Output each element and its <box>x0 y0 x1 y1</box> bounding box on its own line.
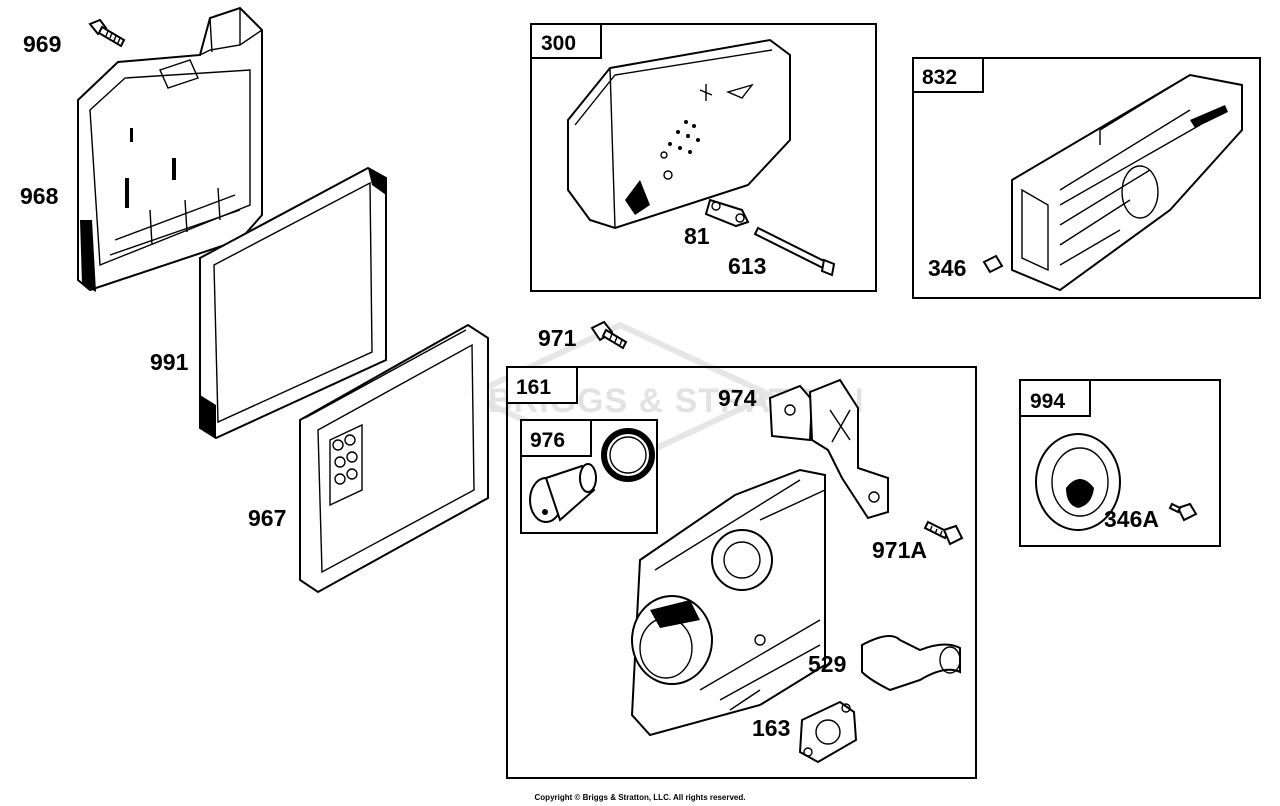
part-832-muffler-guard <box>1011 73 1243 292</box>
part-991-air-filter <box>199 166 387 440</box>
box-300: 300 <box>530 23 877 292</box>
box-label-300: 300 <box>541 32 576 55</box>
label-968: 968 <box>20 183 59 209</box>
box-label-161: 161 <box>516 376 551 399</box>
part-976-clamp <box>601 428 655 482</box>
part-971-bolt <box>590 320 628 350</box>
label-991: 991 <box>150 349 189 375</box>
part-974-bracket <box>768 378 889 520</box>
part-968-air-cleaner-base <box>77 6 263 292</box>
part-613-stud <box>753 226 836 277</box>
part-163-gasket <box>798 700 858 764</box>
label-529: 529 <box>808 651 846 677</box>
copyright-notice: Copyright © Briggs & Stratton, LLC. All … <box>534 793 746 802</box>
label-346: 346 <box>928 255 966 281</box>
label-971: 971 <box>538 325 577 351</box>
part-971a-bolt <box>923 520 964 546</box>
part-529-tube <box>861 635 961 692</box>
part-976-breather-cap <box>529 463 597 523</box>
part-994-cover <box>1035 433 1121 531</box>
label-974: 974 <box>718 385 757 411</box>
part-967-pre-cleaner <box>299 323 489 594</box>
label-81: 81 <box>684 223 710 249</box>
label-971a: 971A <box>872 537 927 563</box>
label-163: 163 <box>752 715 790 741</box>
label-967: 967 <box>248 505 286 531</box>
part-300-muffler <box>567 38 791 230</box>
box-161: 161 976 <box>506 366 977 779</box>
part-81-gasket <box>704 198 750 228</box>
part-346-screw <box>982 254 1004 274</box>
box-976: 976 <box>520 419 658 534</box>
box-label-976: 976 <box>530 429 565 452</box>
part-969-bolt <box>88 18 126 48</box>
part-346a-screw <box>1168 502 1198 522</box>
label-346a: 346A <box>1104 506 1159 532</box>
box-label-832: 832 <box>922 66 957 89</box>
part-161-intake-elbow <box>630 468 826 737</box>
box-994: 994 <box>1019 379 1221 547</box>
label-613: 613 <box>728 253 766 279</box>
label-969: 969 <box>23 31 61 57</box>
box-832: 832 <box>912 57 1261 299</box>
box-label-994: 994 <box>1030 390 1065 413</box>
